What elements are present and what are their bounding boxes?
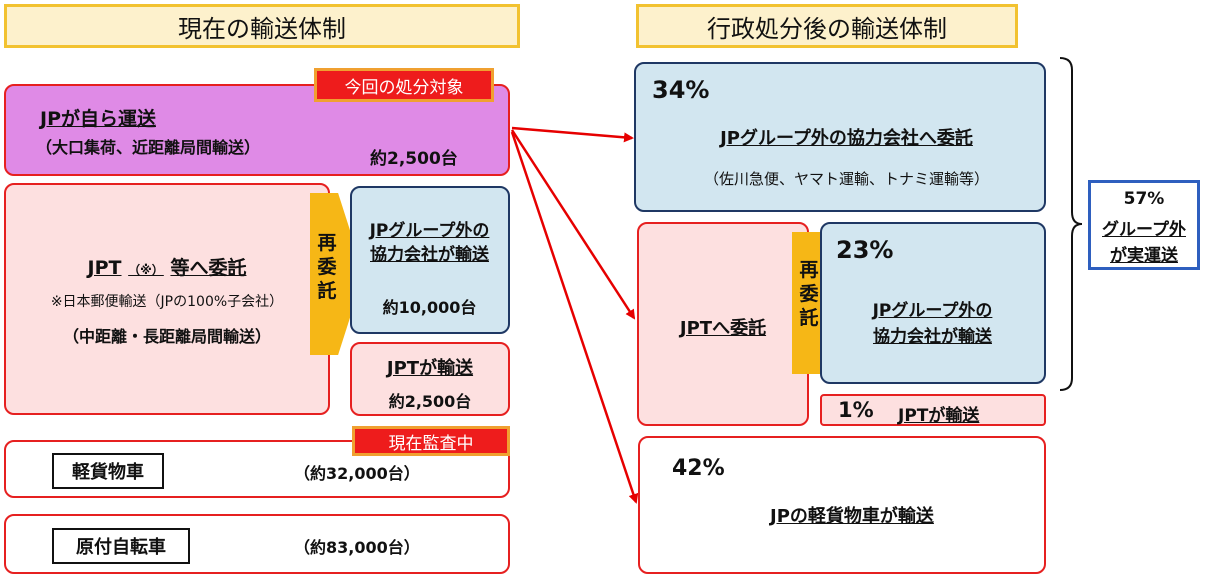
header-current: 現在の輸送体制 [4,4,520,48]
jpt-title-a: JPT [87,257,122,279]
current-outside-partner-box: JPグループ外の 協力会社が輸送 約10,000台 [350,186,510,334]
jp-self-title: JPが自ら運送 [40,108,156,130]
jpt-note: ※日本郵便輸送（JPの100%子会社） [50,294,284,310]
jp-self-count: 約2,500台 [370,149,458,169]
after-light-truck-box: 42% JPの軽貨物車が輸送 [638,436,1046,574]
after-light-truck-pct: 42% [672,456,725,481]
after-outside-line2: 協力会社が輸送 [873,327,992,347]
after-outside-direct-box: 34% JPグループ外の協力会社へ委託 （佐川急便、ヤマト運輸、トナミ運輸等） [634,62,1046,212]
after-outside-direct-title: JPグループ外の協力会社へ委託 [720,128,973,149]
current-outside-line2: 協力会社が輸送 [370,245,489,265]
after-outside-pct: 23% [836,236,894,264]
current-jpt-self-title: JPTが輸送 [386,358,474,379]
current-outside-line1: JPグループ外の [369,221,490,241]
jpt-commission-box: JPT （※） 等へ委託 ※日本郵便輸送（JPの100%子会社） （中距離・長距… [4,183,330,415]
jpt-title-mark: （※） [128,263,164,277]
summary-line2: が実運送 [1110,246,1178,266]
summary-pct: 57% [1123,189,1165,209]
moped-count: （約83,000台） [294,538,420,557]
disposal-target-tag: 今回の処分対象 [314,68,494,102]
after-outside-direct-examples: （佐川急便、ヤマト運輸、トナミ運輸等） [703,170,989,188]
after-jpt-title: JPTへ委託 [679,318,767,339]
after-outside-line1: JPグループ外の [872,301,993,321]
after-jpt-self-title: JPTが輸送 [898,406,980,426]
jpt-subtitle: （中距離・長距離局間輸送） [62,327,271,346]
after-jpt-box: JPTへ委託 [637,222,809,426]
light-truck-count: （約32,000台） [294,464,420,483]
jp-self-subtitle: （大口集荷、近距離局間輸送） [36,138,261,157]
after-light-truck-title: JPの軽貨物車が輸送 [770,506,934,527]
outside-group-brace [1059,57,1083,391]
jpt-commission-title: JPT （※） 等へ委託 [6,253,328,280]
moped-row: 原付自転車 （約83,000台） [4,514,510,574]
summary-box: 57% グループ外 が実運送 [1088,180,1200,270]
recommission-label-current: 再委託 [317,232,337,302]
current-jpt-self-box: JPTが輸送 約2,500台 [350,342,510,416]
current-outside-count: 約10,000台 [382,298,477,317]
arrow-to-outside-direct [511,126,634,143]
after-outside-partner-box: 23% JPグループ外の 協力会社が輸送 [820,222,1046,384]
moped-label: 原付自転車 [52,528,190,564]
summary-line1: グループ外 [1102,220,1186,240]
arrow-to-jpt [510,129,636,320]
under-audit-tag: 現在監査中 [352,426,510,456]
jpt-title-b: 等へ委託 [170,257,247,279]
recommission-label-after: 再委託 [799,259,819,329]
header-after: 行政処分後の輸送体制 [636,4,1018,48]
light-truck-label: 軽貨物車 [52,453,164,489]
current-jpt-self-count: 約2,500台 [388,392,472,411]
after-jpt-self-pct: 1% [838,398,874,422]
arrow-to-light-truck [510,131,639,504]
after-outside-direct-pct: 34% [652,76,710,104]
after-jpt-self-box: 1% JPTが輸送 [820,394,1046,426]
